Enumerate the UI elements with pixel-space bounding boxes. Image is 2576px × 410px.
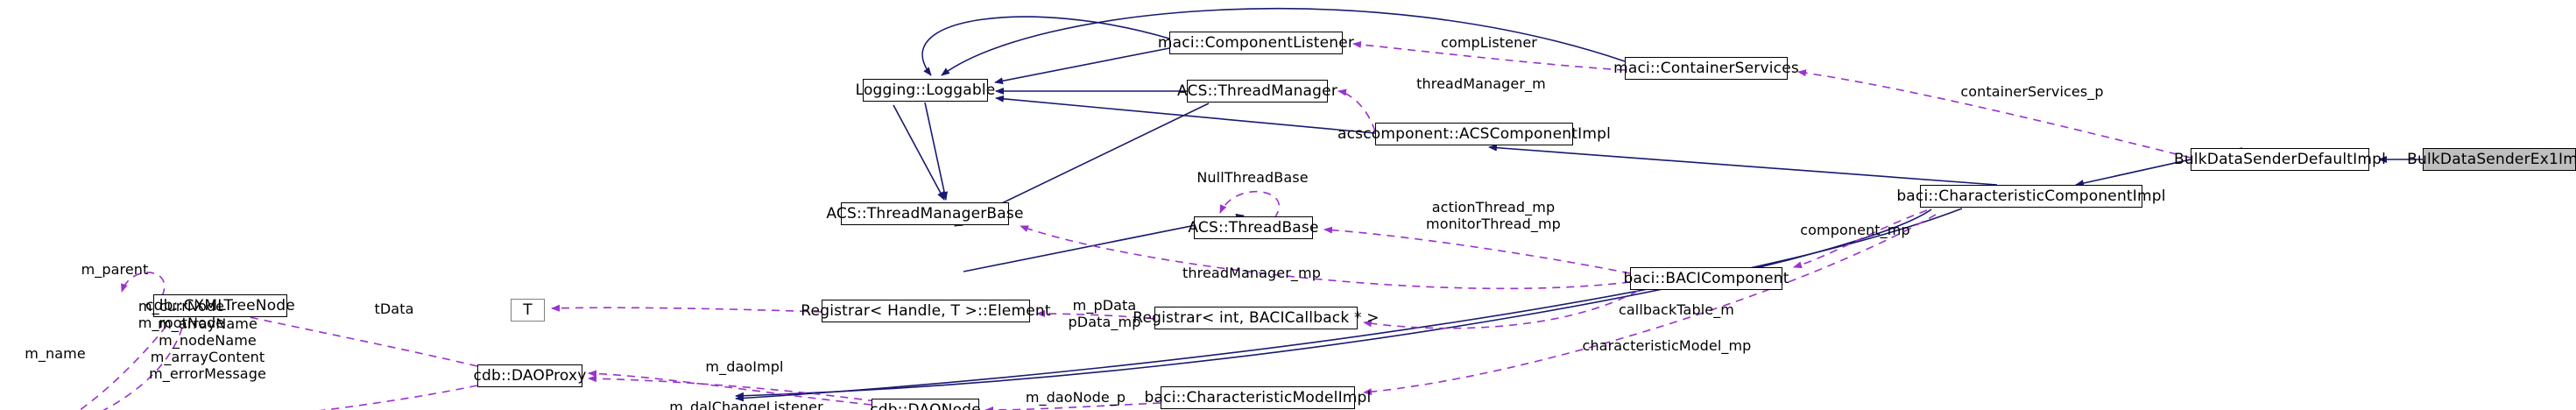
node-bulkdatasenderex1impl[interactable]: BulkDataSenderEx1Impl: [2407, 148, 2576, 171]
edge-label-m-dalchangelistener: m_dalChangeListener: [669, 399, 823, 410]
edge-label-tdata: tData: [374, 300, 414, 317]
edge-label-m-curr-root-node: m_currNode m_rootNode: [138, 298, 225, 331]
node-cdb-daonode[interactable]: cdb::DAONode: [870, 399, 981, 410]
edge-label-complistener: compListener: [1441, 34, 1537, 51]
node-maci-containerservices[interactable]: maci::ContainerServices: [1613, 57, 1799, 80]
node-cdb-cxmltreenode[interactable]: cdb::CXMLTreeNode: [145, 294, 295, 317]
node-acscomponent-acscomponentimpl[interactable]: acscomponent::ACSComponentImpl: [1337, 123, 1611, 145]
node-acs-threadbase[interactable]: ACS::ThreadBase: [1188, 216, 1318, 239]
node-acs-threadmanager[interactable]: ACS::ThreadManager: [1177, 80, 1337, 102]
edge-label-cxmltreenode-fields: m_arrayName m_nodeName m_arrayContent m_…: [149, 315, 266, 382]
node-registrar-int-bacicallback[interactable]: Registrar< int, BACICallback * >: [1133, 307, 1380, 329]
edge-label-m-pdata-pdata-mp: m_pData pData_mp: [1068, 297, 1141, 330]
edge-label-m-daonode-p: m_daoNode_p: [1025, 389, 1126, 406]
edge-label-callbacktable-m: callbackTable_m: [1619, 301, 1734, 318]
usage-edges: [78, 40, 2191, 410]
node-baci-characteristiccomponentimpl[interactable]: baci::CharacteristicComponentImpl: [1896, 185, 2165, 208]
node-logging-loggable[interactable]: Logging::Loggable: [856, 79, 995, 102]
edge-label-threadmanager-m: threadManager_m: [1416, 75, 1546, 92]
node-acs-threadmanagerbase[interactable]: ACS::ThreadManagerBase: [826, 202, 1023, 225]
node-maci-componentlistener[interactable]: maci::ComponentListener: [1158, 32, 1354, 54]
edge-label-characteristicmodel-mp: characteristicModel_mp: [1582, 337, 1752, 354]
edge-label-threadmanager-mp: threadManager_mp: [1182, 265, 1321, 281]
edge-label-m-daoimpl: m_daoImpl: [705, 358, 784, 375]
node-baci-bacicomponent[interactable]: baci::BACIComponent: [1623, 267, 1789, 290]
node-registrar-handle-t-element[interactable]: Registrar< Handle, T >::Element: [801, 300, 1051, 322]
node-template-parameter-t[interactable]: T: [511, 299, 545, 322]
edge-label-nullthreadbase: NullThreadBase: [1196, 169, 1309, 186]
edge-label-m-name-left: m_name: [25, 345, 86, 362]
edge-label-m-parent: m_parent: [81, 261, 149, 278]
node-cdb-daoproxy[interactable]: cdb::DAOProxy: [473, 364, 586, 387]
edge-label-component-mp: component_mp: [1800, 222, 1910, 238]
node-bulkdatasenderdefaultimpl[interactable]: BulkDataSenderDefaultImpl: [2174, 148, 2386, 171]
edge-label-containerservices-p: containerServices_p: [1960, 83, 2104, 100]
edge-label-action-monitor-thread-mp: actionThread_mp monitorThread_mp: [1426, 199, 1561, 232]
node-baci-characteristicmodelimpl[interactable]: baci::CharacteristicModelImpl: [1145, 386, 1371, 409]
